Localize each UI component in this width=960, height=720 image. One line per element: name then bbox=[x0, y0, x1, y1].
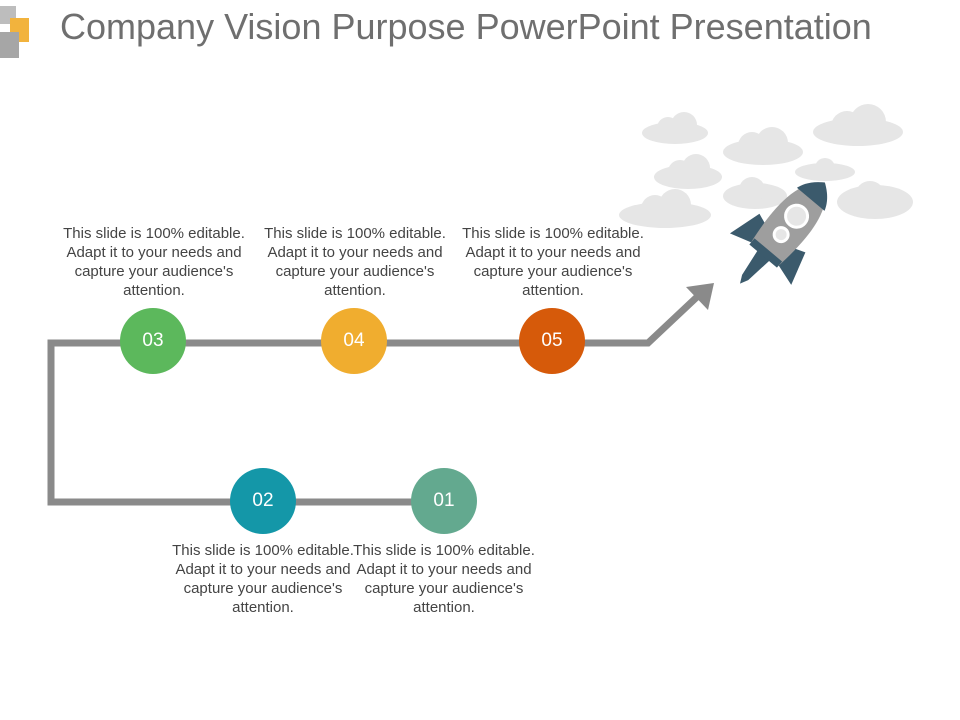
step-circle-04: 04 bbox=[321, 308, 387, 374]
cloud-icon bbox=[813, 104, 903, 146]
step-text-03: This slide is 100% editable. Adapt it to… bbox=[63, 225, 245, 299]
step-text-04: This slide is 100% editable. Adapt it to… bbox=[264, 225, 446, 299]
step-circle-03: 03 bbox=[120, 308, 186, 374]
timeline-path bbox=[47, 293, 701, 506]
slide-title: Company Vision Purpose PowerPoint Presen… bbox=[60, 6, 872, 47]
rocket-icon bbox=[729, 182, 828, 285]
step-text-02: This slide is 100% editable. Adapt it to… bbox=[172, 542, 354, 616]
arrow-head bbox=[686, 283, 714, 310]
step-text-05: This slide is 100% editable. Adapt it to… bbox=[462, 225, 644, 299]
cloud-icon bbox=[654, 154, 722, 189]
cloud-icon bbox=[837, 181, 913, 219]
logo bbox=[0, 0, 40, 60]
cloud-icon bbox=[723, 127, 803, 165]
step-text-01: This slide is 100% editable. Adapt it to… bbox=[353, 542, 535, 616]
cloud-icon bbox=[642, 112, 708, 144]
step-circle-01: 01 bbox=[411, 468, 477, 534]
cloud-icon bbox=[619, 189, 711, 228]
step-circle-02: 02 bbox=[230, 468, 296, 534]
cloud-icon bbox=[795, 158, 855, 181]
cloud-icon bbox=[723, 177, 787, 209]
step-circle-05: 05 bbox=[519, 308, 585, 374]
